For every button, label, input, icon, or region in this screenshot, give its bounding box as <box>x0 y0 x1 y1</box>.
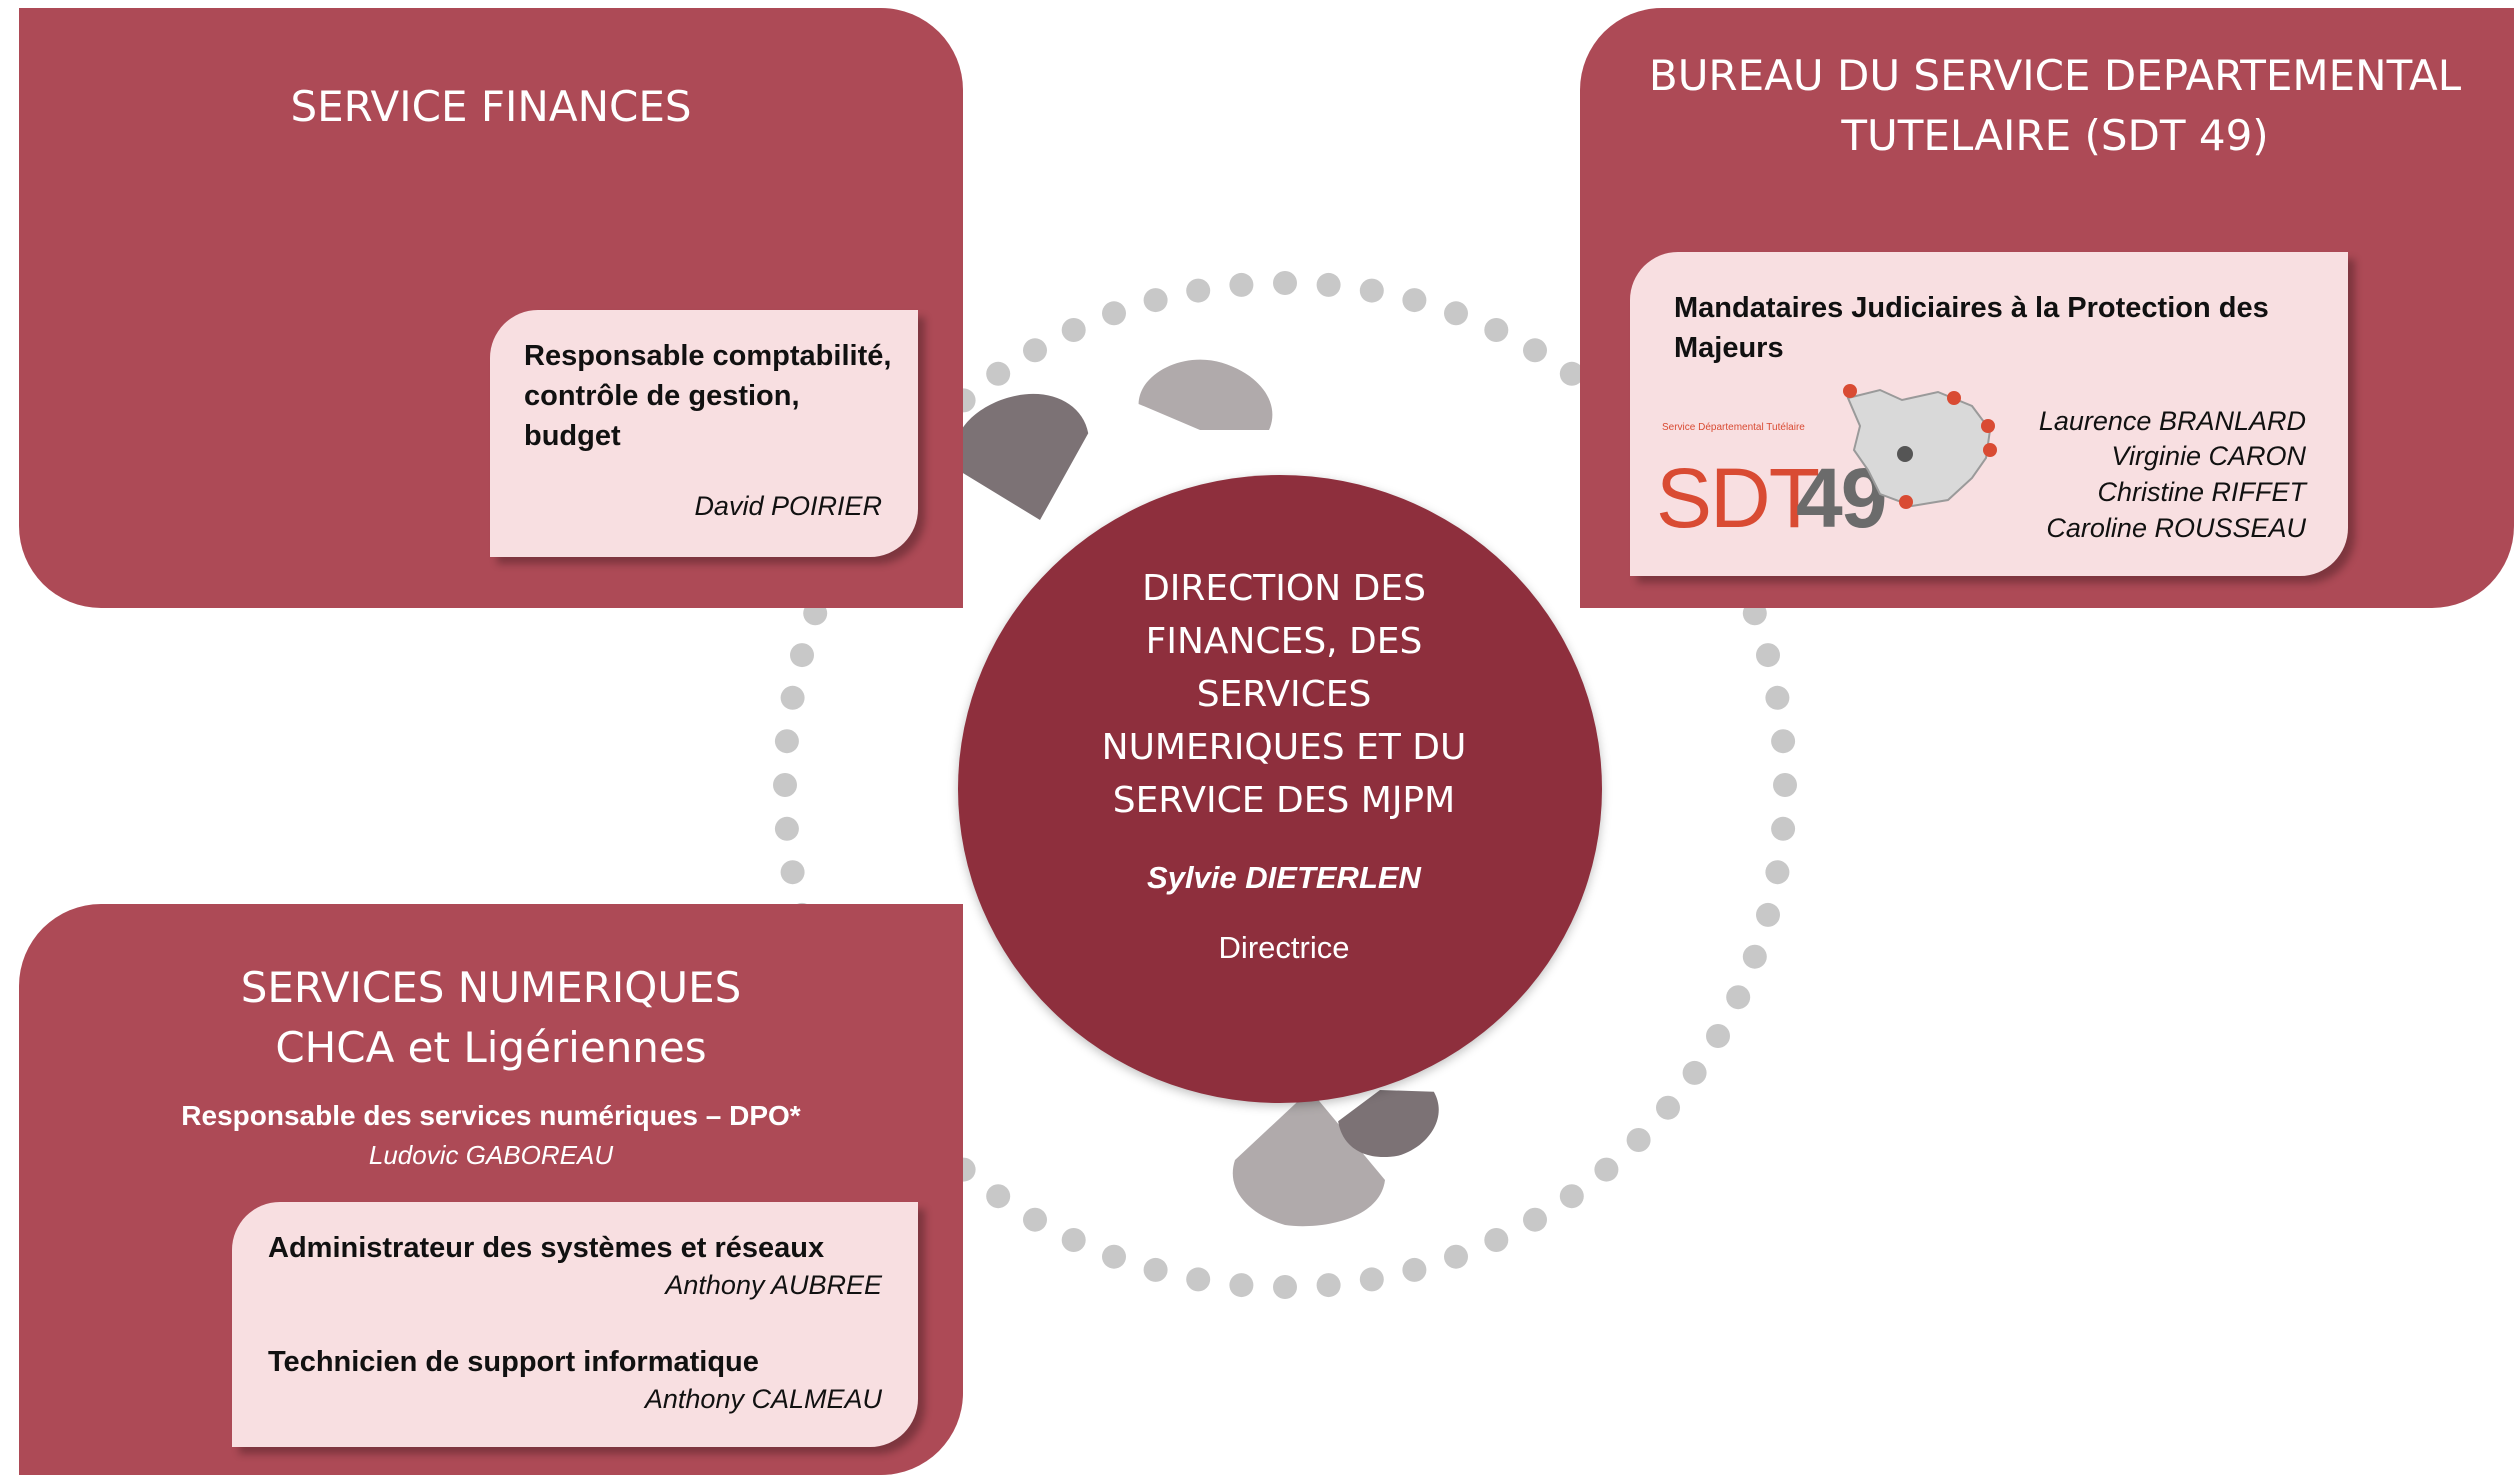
ginkgo-leaf-icon <box>1138 359 1273 430</box>
numeriques-title: SERVICES NUMERIQUES CHCA et Ligériennes <box>240 963 742 1072</box>
ring-dot <box>1359 1267 1384 1292</box>
ring-dot <box>1186 278 1211 303</box>
ring-dot <box>1756 902 1780 927</box>
numeriques-card-name-2: Anthony CALMEAU <box>644 1384 882 1414</box>
direction-title: DIRECTION DES FINANCES, DES SERVICES NUM… <box>1101 568 1467 821</box>
ring-dot <box>773 773 797 797</box>
numeriques-card <box>232 1202 918 1447</box>
ring-dot <box>1765 860 1790 885</box>
ring-dot <box>1229 1273 1254 1298</box>
sdt-card-role: Mandataires Judiciaires à la Protection … <box>1674 292 2269 364</box>
ring-dot <box>1143 288 1168 313</box>
ring-dot <box>1523 1207 1547 1232</box>
director-role: Directrice <box>1218 930 1350 965</box>
ring-dot <box>1316 1273 1341 1298</box>
ring-dot <box>1359 278 1384 303</box>
ring-dot <box>1682 1060 1707 1085</box>
ring-dot <box>1444 301 1468 326</box>
numeriques-card-name-1: Anthony AUBREE <box>665 1270 882 1300</box>
ring-dot <box>1771 816 1796 841</box>
sdt-title: BUREAU DU SERVICE DEPARTEMENTAL TUTELAIR… <box>1648 51 2462 160</box>
ring-dot <box>1061 318 1086 342</box>
finances-card-name: David POIRIER <box>694 491 882 521</box>
sdt-name-2: Virginie CARON <box>2111 441 2306 471</box>
ring-dot <box>1143 1257 1168 1282</box>
ring-dot <box>1023 338 1047 363</box>
sdt-name-3: Christine RIFFET <box>2097 477 2306 507</box>
ring-dot <box>1484 1228 1509 1252</box>
ring-dot <box>1102 301 1126 326</box>
numeriques-head-name: Ludovic GABOREAU <box>368 1140 614 1170</box>
sdt-logo-text: SDT <box>1656 451 1820 545</box>
ring-dot <box>1061 1228 1086 1252</box>
sdt-name-1: Laurence BRANLARD <box>2038 406 2306 436</box>
ring-dot <box>1656 1095 1680 1120</box>
ring-dot <box>774 816 799 841</box>
direction-circle <box>958 475 1602 1103</box>
ring-dot <box>1444 1244 1468 1269</box>
ring-dot <box>1402 1257 1427 1282</box>
ring-dot <box>780 685 805 710</box>
ring-dot <box>1523 338 1547 363</box>
ring-dot <box>1626 1128 1651 1152</box>
ring-dot <box>1402 288 1427 313</box>
finances-card-role: Responsable comptabilité, contrôle de ge… <box>524 340 892 452</box>
sdt-card <box>1630 252 2348 576</box>
ring-dot <box>1706 1024 1730 1048</box>
ring-dot <box>1756 643 1780 668</box>
sdt-name-4: Caroline ROUSSEAU <box>2046 513 2306 543</box>
ring-dot <box>1273 271 1297 295</box>
ring-dot <box>780 860 805 885</box>
department-map-icon <box>1843 384 1997 509</box>
ring-dot <box>1102 1244 1126 1269</box>
ginkgo-leaf-icon <box>1338 1090 1439 1157</box>
ring-dot <box>1229 272 1254 297</box>
ring-dot <box>1594 1157 1619 1182</box>
numeriques-head-role: Responsable des services numériques – DP… <box>181 1100 801 1131</box>
ring-dot <box>1559 1184 1584 1209</box>
ring-dot <box>1771 729 1796 754</box>
numeriques-card-role-1: Administrateur des systèmes et réseaux <box>268 1232 825 1264</box>
ginkgo-leaf-icon <box>954 393 1089 520</box>
ring-dot <box>774 729 799 754</box>
finances-card <box>490 310 918 557</box>
ring-dot <box>986 1184 1011 1209</box>
ring-dot <box>1765 685 1790 710</box>
ring-dot <box>1316 272 1341 297</box>
ring-dot <box>1186 1267 1211 1292</box>
ring-dot <box>1484 318 1509 342</box>
ring-dot <box>790 643 814 668</box>
ring-dot <box>1273 1275 1297 1299</box>
ring-dot <box>1773 773 1797 797</box>
director-name: Sylvie DIETERLEN <box>1147 860 1421 895</box>
ring-dot <box>1742 944 1767 969</box>
sdt-logo-subtitle: Service Départemental Tutélaire <box>1662 422 1805 433</box>
ring-dot <box>1023 1207 1047 1232</box>
numeriques-card-role-2: Technicien de support informatique <box>268 1346 759 1378</box>
ginkgo-leaf-icon <box>1232 1090 1385 1227</box>
ring-dot <box>986 361 1011 386</box>
finances-title: SERVICE FINANCES <box>290 82 692 131</box>
ring-dot <box>1559 361 1584 386</box>
ring-dot <box>1726 985 1751 1010</box>
